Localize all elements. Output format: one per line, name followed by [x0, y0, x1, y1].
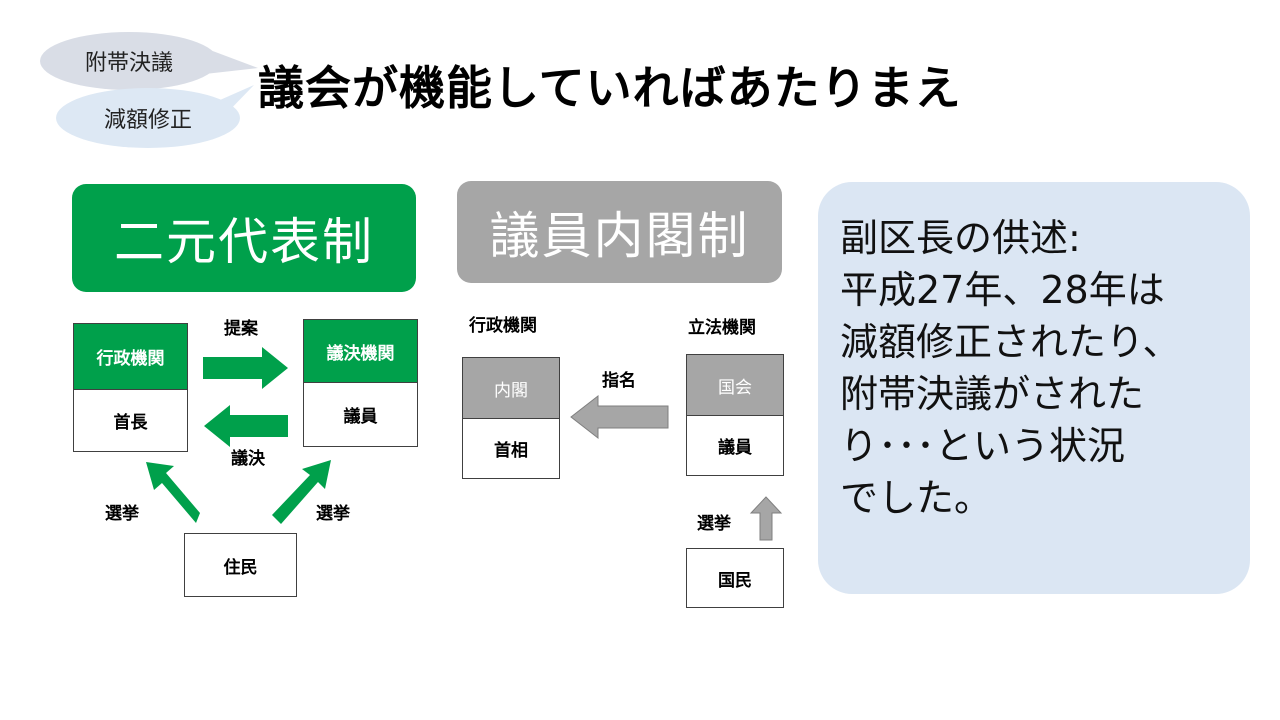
mayor-box: 首長 — [73, 389, 188, 452]
proposal-label: 提案 — [224, 319, 258, 339]
banner-dual-representation: 二元代表制 — [72, 184, 416, 292]
cabinet-box: 内閣 — [462, 357, 560, 419]
testimony-line: でした。 — [840, 476, 993, 520]
election-left-label: 選挙 — [105, 504, 139, 524]
residents-box: 住民 — [184, 533, 297, 597]
councillor-box: 議員 — [303, 382, 418, 447]
election-up-arrow — [749, 496, 783, 541]
page-title: 議会が機能していればあたりまえ — [258, 61, 962, 115]
bubble-futai-ketsugi: 附帯決議 — [40, 32, 218, 90]
leg-head-box: 議決機関 — [303, 319, 418, 383]
leg-org-label: 立法機関 — [688, 318, 756, 338]
nomination-arrow — [570, 394, 669, 440]
testimony-panel: 副区長の供述: 平成27年、28年は 減額修正されたり、 附帯決議がされた り･… — [818, 182, 1250, 594]
nomination-label: 指名 — [602, 371, 636, 391]
diet-box: 国会 — [686, 354, 784, 416]
testimony-line: り･･･という状況 — [840, 424, 1126, 468]
election-arrow-left — [146, 462, 200, 523]
testimony-line: 平成27年、28年は — [840, 268, 1165, 312]
bubble-top-text: 附帯決議 — [84, 51, 173, 76]
bubble-top-tail — [205, 50, 258, 74]
testimony-line: 附帯決議がされた — [840, 372, 1145, 416]
exec-head-box: 行政機関 — [73, 323, 188, 390]
bubble-bottom-text: 減額修正 — [103, 108, 192, 133]
election-arrow-right — [272, 460, 331, 524]
proposal-arrow — [203, 347, 288, 389]
testimony-line: 副区長の供述: — [840, 216, 1081, 260]
citizens-box: 国民 — [686, 548, 784, 608]
banner-parliamentary-cabinet: 議員内閣制 — [457, 181, 782, 283]
prime-minister-box: 首相 — [462, 418, 560, 479]
bubble-gengaku-shusei: 減額修正 — [56, 88, 240, 148]
diet-members-box: 議員 — [686, 415, 784, 476]
resolution-label: 議決 — [231, 449, 265, 469]
exec-org-label: 行政機関 — [469, 316, 537, 336]
national-election-label: 選挙 — [697, 514, 731, 534]
election-right-label: 選挙 — [316, 504, 350, 524]
resolution-arrow — [204, 405, 288, 447]
testimony-line: 減額修正されたり、 — [840, 320, 1181, 364]
